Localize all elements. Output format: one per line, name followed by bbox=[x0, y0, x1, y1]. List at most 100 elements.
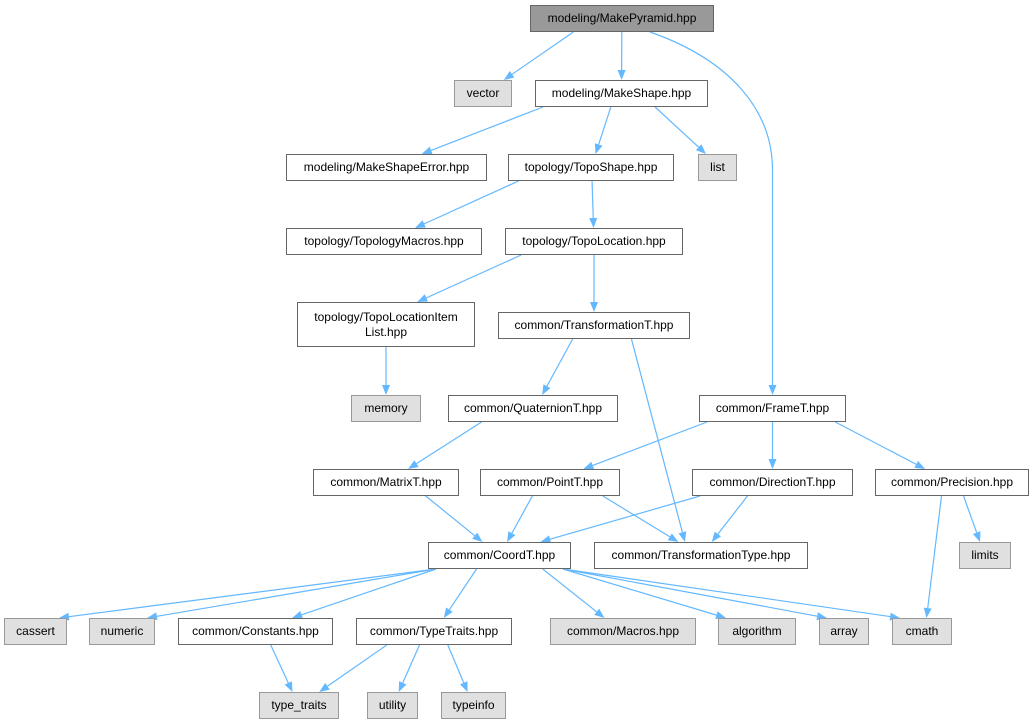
edge-matrixt-to-coordt bbox=[425, 495, 476, 537]
edge-toposhape-to-topolocation bbox=[591, 180, 594, 219]
edge-coordt-to-macros bbox=[542, 568, 598, 613]
edge-arrowhead bbox=[398, 681, 407, 692]
node-label: cmath bbox=[905, 624, 939, 638]
node-label: array bbox=[830, 624, 858, 638]
edge-arrowhead bbox=[583, 461, 595, 470]
edge-arrowhead bbox=[443, 607, 453, 618]
node-label: limits bbox=[971, 548, 999, 562]
node-type-traits: type_traits bbox=[259, 692, 339, 719]
edge-toposhape-to-topologymacros bbox=[423, 180, 519, 225]
node-pointt[interactable]: common/PointT.hpp bbox=[480, 469, 620, 496]
node-makeshapeerror[interactable]: modeling/MakeShapeError.hpp bbox=[286, 154, 487, 181]
edge-arrowhead bbox=[503, 71, 515, 80]
node-makeshape[interactable]: modeling/MakeShape.hpp bbox=[535, 80, 708, 107]
edge-pointt-to-transformationtype bbox=[602, 495, 671, 538]
node-makepyramid: modeling/MakePyramid.hpp bbox=[530, 5, 714, 32]
node-label: modeling/MakeShapeError.hpp bbox=[303, 160, 470, 174]
edge-arrowhead bbox=[415, 220, 426, 228]
edge-arrowhead bbox=[421, 146, 433, 155]
edge-arrowhead bbox=[695, 144, 706, 154]
node-label: common/MatrixT.hpp bbox=[330, 475, 442, 489]
edge-arrowhead bbox=[589, 217, 598, 228]
node-framet[interactable]: common/FrameT.hpp bbox=[699, 395, 846, 422]
edge-coordt-to-algorithm bbox=[562, 568, 717, 616]
edge-arrowhead bbox=[914, 460, 926, 469]
edge-arrowhead bbox=[667, 533, 679, 542]
node-transformationt[interactable]: common/TransformationT.hpp bbox=[498, 312, 690, 339]
node-typeinfo: typeinfo bbox=[441, 692, 506, 719]
edge-arrowhead bbox=[460, 681, 468, 692]
edge-coordt-to-typetraits bbox=[448, 568, 478, 611]
node-label: common/Macros.hpp bbox=[566, 624, 680, 638]
node-label: common/CoordT.hpp bbox=[443, 548, 556, 562]
edge-arrowhead bbox=[408, 460, 419, 469]
edge-arrowhead bbox=[472, 532, 483, 542]
node-label: modeling/MakePyramid.hpp bbox=[547, 11, 697, 25]
edge-makeshape-to-toposhape bbox=[598, 106, 612, 145]
edge-coordt-to-constants bbox=[301, 568, 437, 616]
node-quaterniont[interactable]: common/QuaternionT.hpp bbox=[448, 395, 618, 422]
edge-topolocation-to-topolocationitemlist bbox=[426, 254, 522, 299]
edge-arrowhead bbox=[382, 385, 390, 395]
node-label: common/Precision.hpp bbox=[890, 475, 1014, 489]
edge-precision-to-limits bbox=[962, 495, 978, 533]
node-label: common/TypeTraits.hpp bbox=[369, 624, 499, 638]
node-label: topology/TopoShape.hpp bbox=[524, 160, 658, 174]
node-toposhape[interactable]: topology/TopoShape.hpp bbox=[508, 154, 674, 181]
node-constants[interactable]: common/Constants.hpp bbox=[178, 618, 333, 645]
edge-makeshape-to-makeshapeerror bbox=[430, 106, 544, 151]
edge-arrowhead bbox=[319, 683, 330, 692]
edge-transformationt-to-quaterniont bbox=[546, 338, 574, 387]
edge-coordt-to-cmath bbox=[562, 568, 891, 618]
edge-arrowhead bbox=[923, 607, 932, 618]
node-topolocationitemlist[interactable]: topology/TopoLocationItem List.hpp bbox=[297, 302, 475, 347]
edge-framet-to-pointt bbox=[592, 421, 708, 467]
node-label: memory bbox=[364, 401, 408, 415]
node-label: common/TransformationType.hpp bbox=[611, 548, 791, 562]
node-macros: common/Macros.hpp bbox=[550, 618, 696, 645]
node-memory: memory bbox=[351, 395, 421, 422]
edge-arrowhead bbox=[542, 384, 551, 395]
edge-arrowhead bbox=[507, 531, 516, 542]
edge-typetraits-to-typeinfo bbox=[447, 644, 465, 684]
node-topologymacros[interactable]: topology/TopologyMacros.hpp bbox=[286, 228, 482, 255]
edge-arrowhead bbox=[590, 302, 598, 312]
node-label: cassert bbox=[16, 624, 55, 638]
node-typetraits[interactable]: common/TypeTraits.hpp bbox=[356, 618, 512, 645]
edge-makepyramid-to-vector bbox=[511, 31, 574, 75]
edge-precision-to-cmath bbox=[927, 495, 943, 609]
edge-makeshape-to-list bbox=[654, 106, 700, 148]
node-label: modeling/MakeShape.hpp bbox=[551, 86, 692, 100]
edge-makepyramid-to-framet bbox=[649, 31, 774, 385]
edge-arrowhead bbox=[711, 531, 722, 542]
edge-arrowhead bbox=[540, 535, 552, 544]
edge-arrowhead bbox=[972, 531, 981, 542]
node-label: common/PointT.hpp bbox=[496, 475, 604, 489]
edge-typetraits-to-utility bbox=[402, 644, 421, 684]
node-label: utility bbox=[378, 698, 407, 712]
node-coordt[interactable]: common/CoordT.hpp bbox=[428, 542, 571, 569]
node-label: common/DirectionT.hpp bbox=[709, 475, 836, 489]
node-cassert: cassert bbox=[4, 618, 67, 645]
edge-directiont-to-coordt bbox=[549, 495, 701, 540]
edge-transformationt-to-transformationtype bbox=[630, 338, 683, 533]
node-array: array bbox=[819, 618, 869, 645]
node-directiont[interactable]: common/DirectionT.hpp bbox=[692, 469, 853, 496]
edge-directiont-to-transformationtype bbox=[717, 495, 748, 535]
node-numeric: numeric bbox=[89, 618, 155, 645]
edge-arrowhead bbox=[678, 531, 687, 542]
node-topolocation[interactable]: topology/TopoLocation.hpp bbox=[505, 228, 683, 255]
node-label: vector bbox=[466, 86, 500, 100]
edge-coordt-to-cassert bbox=[68, 568, 437, 618]
node-label: typeinfo bbox=[452, 698, 495, 712]
node-label: numeric bbox=[100, 624, 144, 638]
node-matrixt[interactable]: common/MatrixT.hpp bbox=[313, 469, 459, 496]
node-algorithm: algorithm bbox=[718, 618, 796, 645]
node-label: common/FrameT.hpp bbox=[715, 401, 830, 415]
edge-coordt-to-array bbox=[562, 568, 818, 617]
node-transformationtype[interactable]: common/TransformationType.hpp bbox=[594, 542, 808, 569]
node-precision[interactable]: common/Precision.hpp bbox=[875, 469, 1029, 496]
node-label: common/TransformationT.hpp bbox=[514, 318, 674, 332]
node-label: type_traits bbox=[271, 698, 327, 712]
